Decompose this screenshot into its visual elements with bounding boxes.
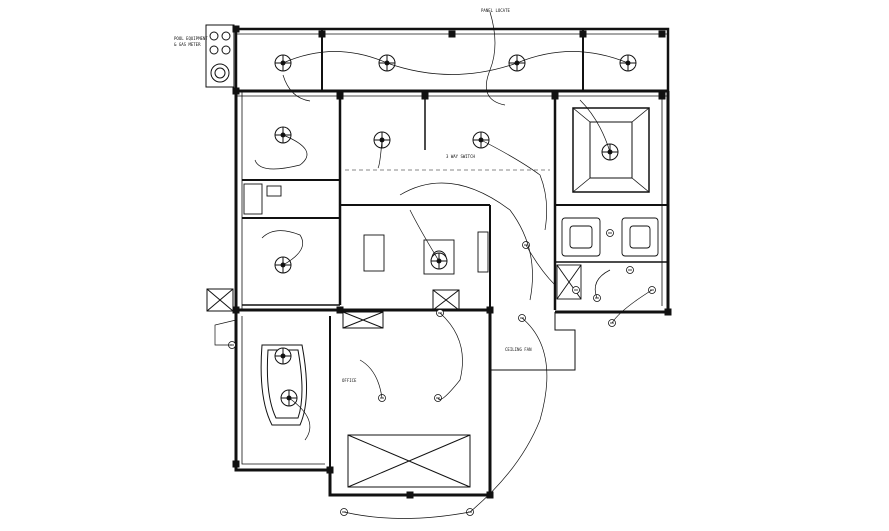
label-fan: CEILING FAN — [505, 347, 532, 352]
drawing-labels: PANEL LOCATE POOL EQUIPMENT & GAS METER … — [174, 8, 532, 383]
pool-equipment — [205, 24, 460, 329]
interior-walls — [242, 96, 668, 310]
wiring — [214, 11, 653, 519]
label-switch: 3 WAY SWITCH — [446, 154, 475, 159]
exterior-walls — [234, 27, 670, 497]
garage-door — [347, 434, 471, 488]
label-office: OFFICE — [342, 378, 357, 383]
label-pool-1: POOL EQUIPMENT — [174, 36, 208, 41]
office-desk — [260, 344, 307, 426]
bath-fixtures — [243, 183, 659, 300]
label-pool-2: & GAS METER — [174, 42, 201, 47]
fireplace-hood — [572, 107, 650, 193]
outlets — [228, 229, 656, 516]
label-panel: PANEL LOCATE — [481, 8, 510, 13]
